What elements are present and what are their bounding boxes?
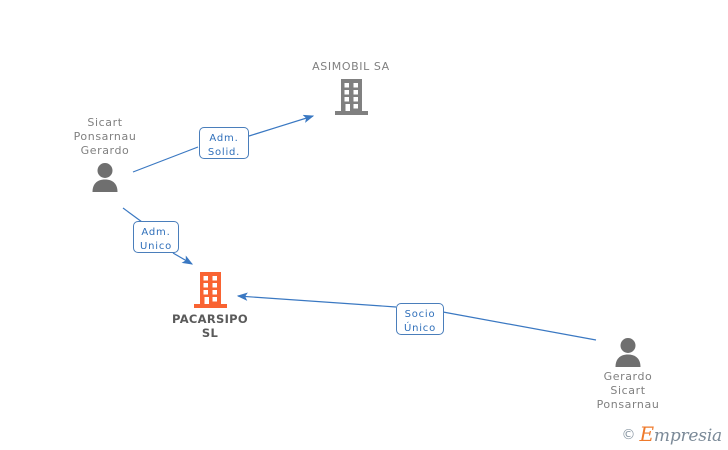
node-label-asimobil: ASIMOBIL SA bbox=[312, 60, 390, 73]
edge-label-socio-unico[interactable]: Socio Único bbox=[396, 303, 444, 335]
brand-rest: mpresia bbox=[653, 426, 722, 446]
building-icon bbox=[192, 271, 228, 309]
brand-logo-text: Empresia bbox=[640, 424, 723, 445]
building-icon bbox=[333, 78, 369, 116]
copyright-icon: © bbox=[621, 426, 636, 443]
person-icon bbox=[88, 162, 122, 192]
watermark-empresia: © Empresia bbox=[622, 424, 723, 445]
node-label-pacarsipo: PACARSIPO SL bbox=[172, 312, 248, 340]
node-asimobil[interactable]: ASIMOBIL SA bbox=[291, 60, 411, 116]
node-pacarsipo-sl[interactable]: PACARSIPO SL bbox=[150, 271, 270, 340]
node-sicart-ponsarnau-gerardo[interactable]: Sicart Ponsarnau Gerardo bbox=[45, 116, 165, 192]
edge-label-adm-solid[interactable]: Adm. Solid. bbox=[199, 127, 249, 159]
node-label-gerardo: Gerardo Sicart Ponsarnau bbox=[596, 370, 660, 411]
node-gerardo-sicart-ponsarnau[interactable]: Gerardo Sicart Ponsarnau bbox=[568, 337, 688, 412]
brand-initial: E bbox=[639, 422, 655, 446]
node-label-sicart: Sicart Ponsarnau Gerardo bbox=[73, 116, 137, 157]
person-icon bbox=[611, 337, 645, 367]
edge-label-adm-unico[interactable]: Adm. Unico bbox=[133, 221, 179, 253]
